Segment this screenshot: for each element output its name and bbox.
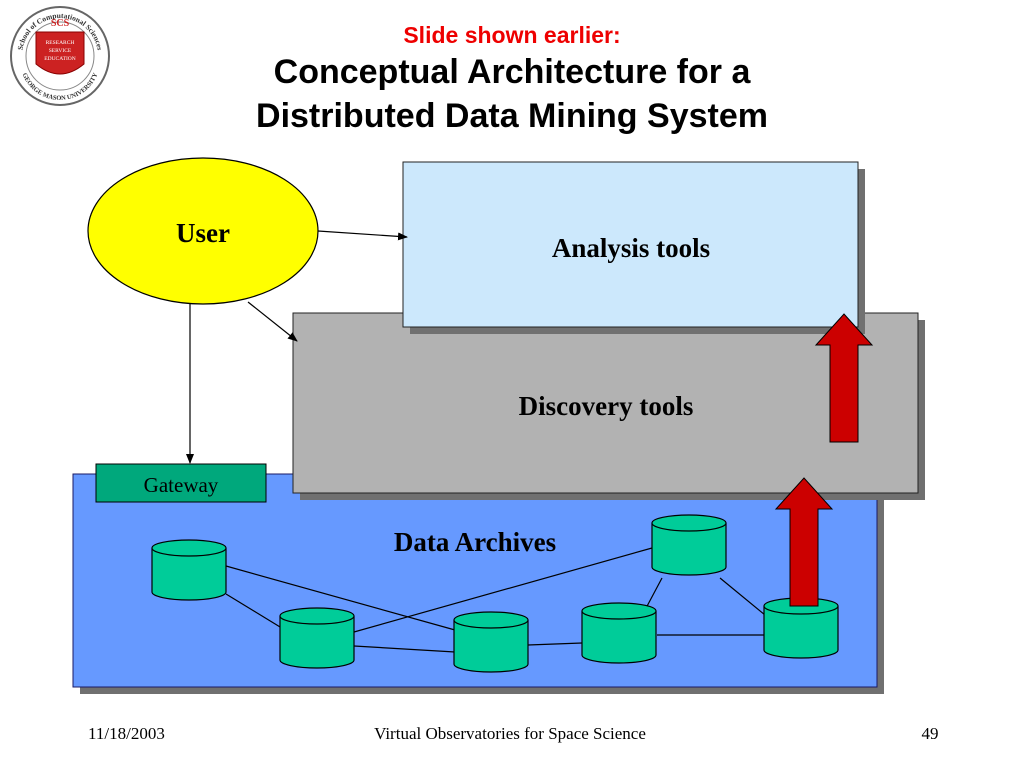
analysis-tools-label: Analysis tools — [552, 233, 710, 263]
archive-network-links — [225, 547, 766, 653]
link-4 — [353, 645, 456, 653]
scs-logo: School of Computational Sciences GEORGE … — [10, 6, 110, 106]
database-cylinder-4 — [581, 602, 657, 664]
database-cylinder-3 — [453, 611, 529, 673]
red-up-arrow-discovery-to-analysis — [814, 313, 874, 443]
link-8 — [719, 577, 766, 616]
database-cylinder-6 — [763, 597, 839, 659]
discovery-tools-box — [292, 312, 919, 494]
footer-page-number: 49 — [921, 724, 939, 743]
logo-shield-icon — [35, 31, 85, 75]
slide-title-line-1: Conceptual Architecture for a — [273, 53, 751, 91]
slide-title-line-2: Distributed Data Mining System — [256, 97, 768, 135]
user-label: User — [176, 218, 230, 248]
arrow-user-to-discovery — [247, 301, 298, 342]
gateway-box — [95, 463, 267, 503]
logo-acronym: SCS — [51, 18, 70, 29]
logo-line-1: RESEARCH — [46, 40, 75, 46]
title-block: Slide shown earlier: Conceptual Architec… — [130, 20, 894, 138]
link-5 — [527, 642, 583, 646]
red-up-arrow-archives-to-discovery — [774, 477, 834, 607]
footer-date: 11/18/2003 — [88, 724, 165, 743]
link-3 — [353, 547, 653, 633]
link-1 — [225, 565, 456, 631]
footer-presentation-title: Virtual Observatories for Space Science — [374, 724, 646, 743]
database-cylinder-5 — [651, 514, 727, 576]
slide-title: Conceptual Architecture for a Distribute… — [130, 50, 894, 138]
gateway-label: Gateway — [144, 473, 219, 497]
link-2 — [225, 593, 286, 631]
discovery-tools-label: Discovery tools — [519, 391, 694, 421]
slide-subtitle: Slide shown earlier: — [403, 22, 621, 48]
database-cylinder-1 — [151, 539, 227, 601]
arrow-user-to-analysis — [317, 230, 408, 241]
logo-line-3: EDUCATION — [44, 56, 75, 62]
logo-line-2: SERVICE — [49, 48, 72, 54]
link-6 — [644, 577, 663, 611]
database-cylinder-2 — [279, 607, 355, 669]
analysis-tools-box — [402, 161, 859, 328]
data-archives-label: Data Archives — [394, 527, 556, 557]
